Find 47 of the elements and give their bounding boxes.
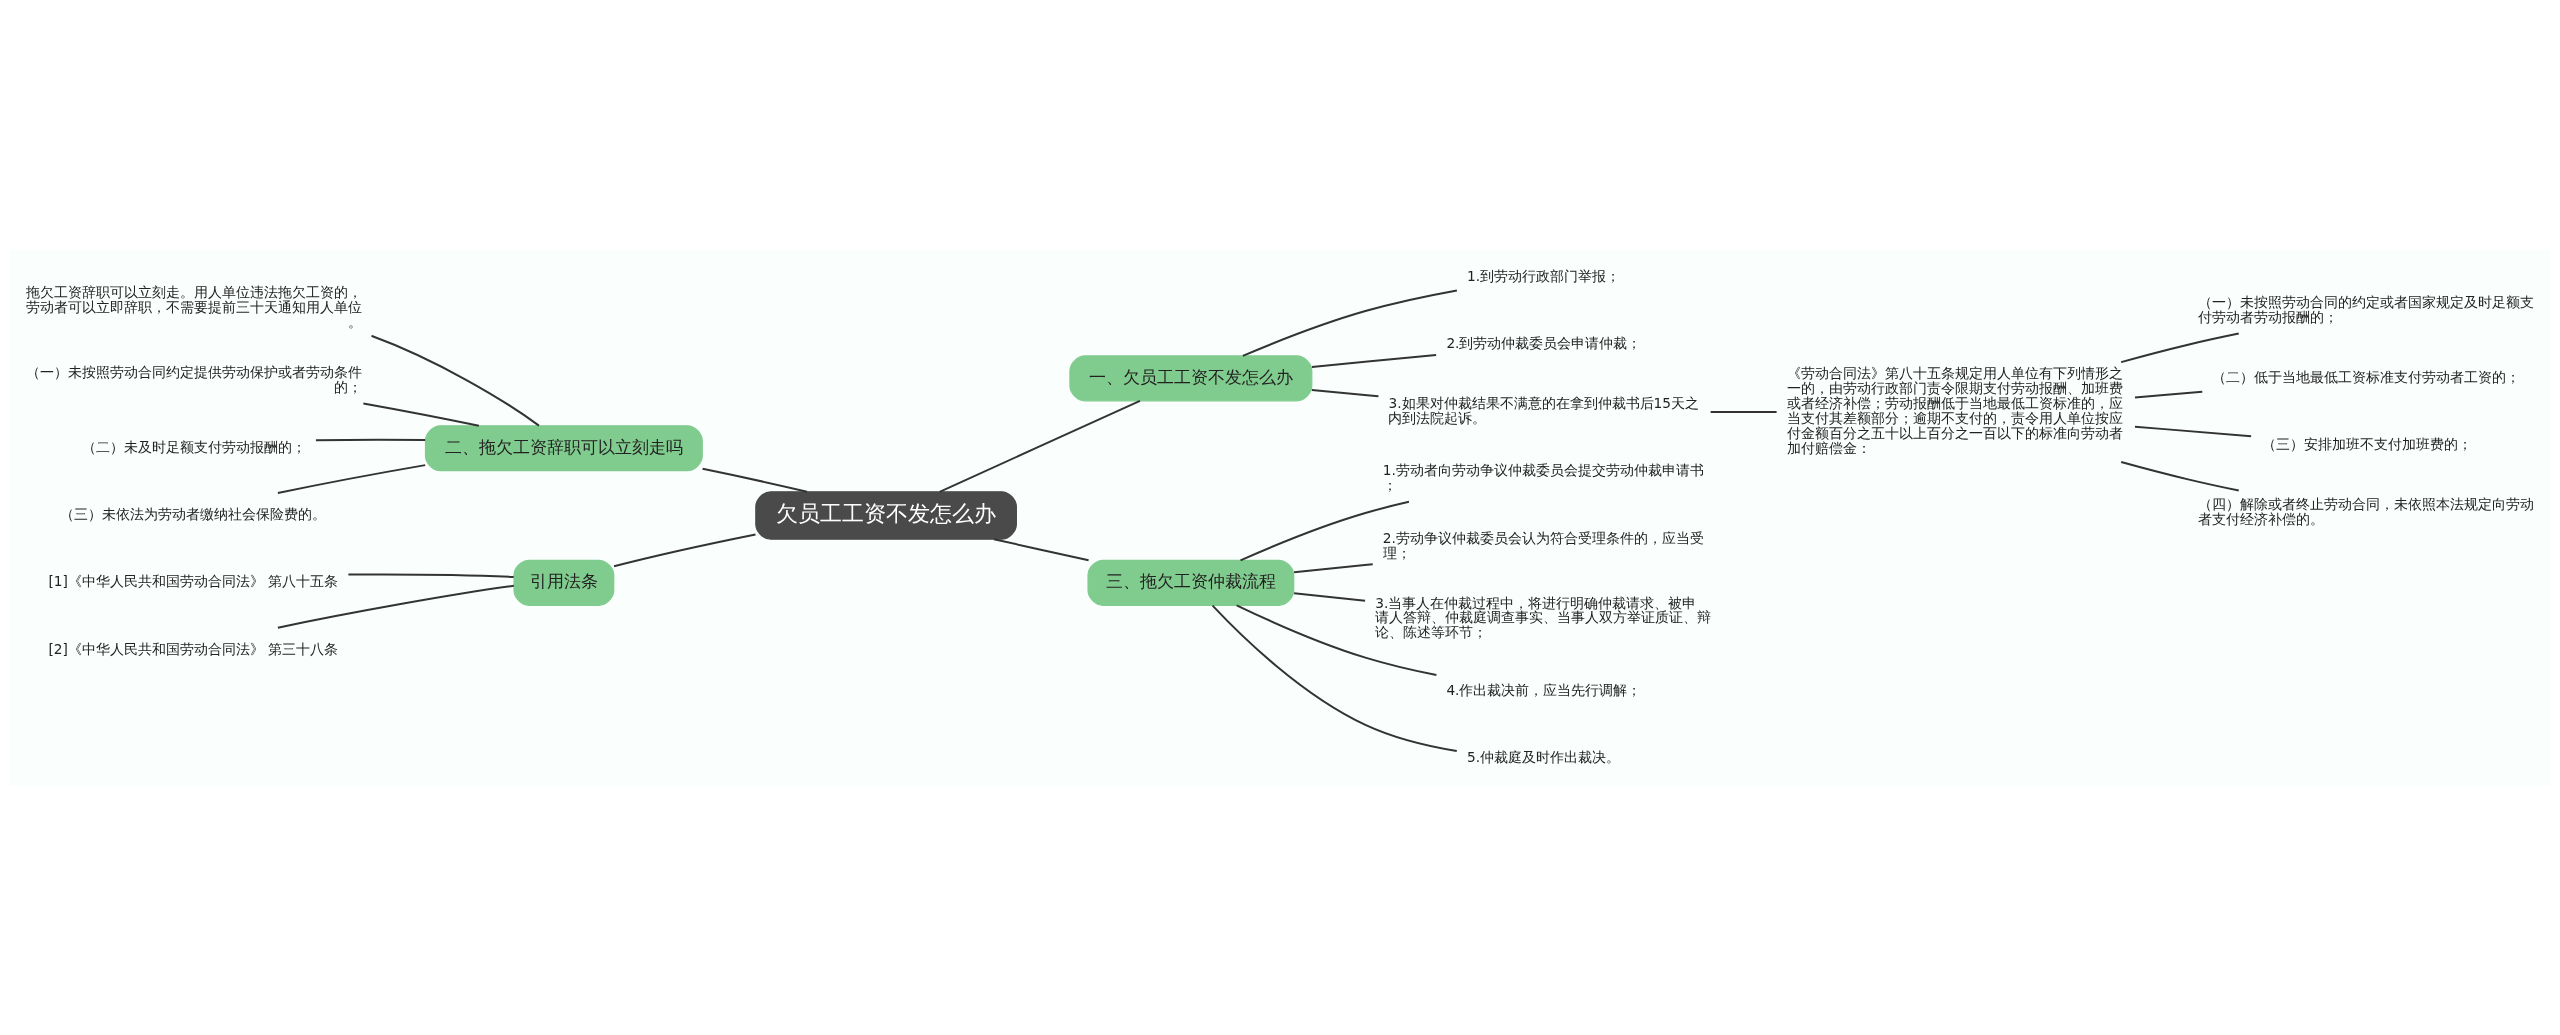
node-text: 3.如果对仲裁结果不满意的在拿到仲裁书后15天之内到法院起诉。 xyxy=(1388,394,1699,426)
connector xyxy=(314,438,427,441)
node-box: 欠员工工资不发怎么办 xyxy=(755,490,1017,540)
node-text: [1]《中华人民共和国劳动合同法》 第八十五条 xyxy=(48,572,339,589)
connector xyxy=(276,584,515,629)
node-text: [2]《中华人民共和国劳动合同法》 第三十八条 xyxy=(48,640,339,657)
connector xyxy=(2120,460,2240,491)
connector xyxy=(992,537,1090,561)
connector xyxy=(1211,604,1458,752)
node-box: 引用法条 xyxy=(513,559,615,606)
node-text: 3.当事人在仲裁过程中，将进行明确仲裁请求、被申请人答辩、仲裁庭调查事实、当事人双方举证质证、辩论、陈述等环节； xyxy=(1375,594,1712,640)
connector xyxy=(613,532,757,567)
connector xyxy=(1241,288,1458,357)
connector xyxy=(347,572,515,578)
node-text: 1.劳动者向劳动争议仲裁委员会提交劳动仲裁申请书； xyxy=(1382,461,1704,493)
connector xyxy=(370,334,540,427)
connector xyxy=(701,467,808,493)
node-text: 《劳动合同法》第八十五条规定用人单位有下列情形之一的，由劳动行政部门责令限期支付劳动报酬、加班费或者经济补偿；劳动报酬低于当地最低工资标准的，应当支付其差额部分；逾期不支付的，责令用人单位按应付金额百分之五十以上百分之一百以下的标准向劳动者加付赔偿金： xyxy=(1786,364,2123,456)
node-text: （三）安排加班不支付加班费的； xyxy=(2261,435,2472,452)
node-box: 一、欠员工工资不发怎么办 xyxy=(1069,354,1313,401)
node-text: （二）低于当地最低工资标准支付劳动者工资的； xyxy=(2212,368,2521,385)
node-text: 2.劳动争议仲裁委员会认为符合受理条件的，应当受理； xyxy=(1382,529,1704,561)
connector xyxy=(938,399,1141,493)
connector xyxy=(362,401,480,427)
node-text: 5.仲裁庭及时作出裁决。 xyxy=(1466,748,1621,765)
connector xyxy=(1709,410,1778,413)
node-text: （一）未按照劳动合同约定提供劳动保护或者劳动条件的； xyxy=(25,363,362,395)
node-text: 2.到劳动仲裁委员会申请仲裁； xyxy=(1446,334,1642,351)
connector xyxy=(276,463,427,494)
node-text: （四）解除或者终止劳动合同，未依照本法规定向劳动者支付经济补偿的。 xyxy=(2198,495,2535,527)
connector xyxy=(1310,353,1438,368)
node-box: 三、拖欠工资仲裁流程 xyxy=(1087,559,1295,606)
connector xyxy=(1239,500,1410,561)
node-text: （三）未依法为劳动者缴纳社会保险费的。 xyxy=(60,505,327,522)
connector xyxy=(1293,591,1367,602)
connector xyxy=(2134,425,2253,437)
connector xyxy=(1293,562,1374,573)
node-text: （一）未按照劳动合同的约定或者国家规定及时足额支付劳动者劳动报酬的； xyxy=(2198,293,2535,325)
node-text: 拖欠工资辞职可以立刻走。用人单位违法拖欠工资的，劳动者可以立即辞职，不需要提前三十天通知用人单位。 xyxy=(25,283,362,330)
connector xyxy=(1235,603,1438,676)
node-text: 1.到劳动行政部门举报； xyxy=(1466,267,1621,284)
node-text: 4.作出裁决前，应当先行调解； xyxy=(1446,681,1642,698)
node-box: 二、拖欠工资辞职可以立刻走吗 xyxy=(424,424,703,471)
connector xyxy=(2134,390,2204,398)
node-text: （二）未及时足额支付劳动报酬的； xyxy=(81,438,306,455)
connector xyxy=(1310,388,1380,397)
connector xyxy=(2120,332,2240,363)
